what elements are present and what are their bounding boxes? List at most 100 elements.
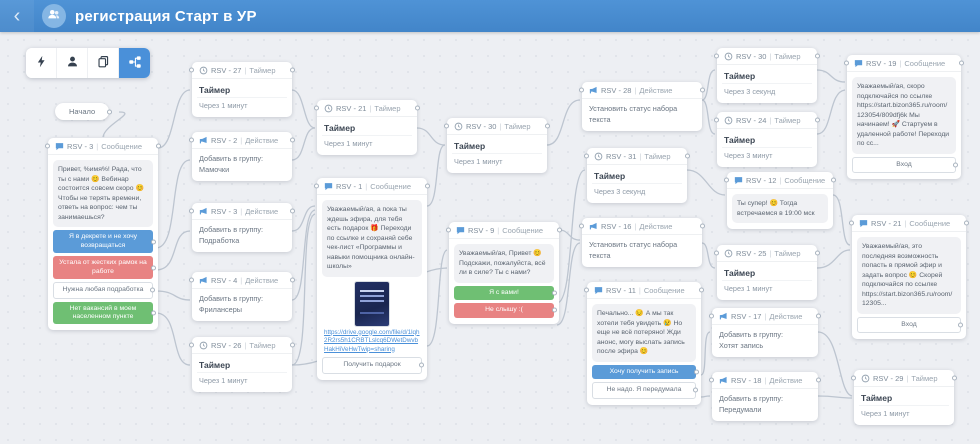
input-port[interactable] <box>444 123 449 129</box>
input-port[interactable] <box>724 177 729 183</box>
output-port[interactable] <box>151 265 156 271</box>
output-port[interactable] <box>552 307 557 313</box>
output-port[interactable] <box>415 105 420 111</box>
input-port[interactable] <box>446 227 451 233</box>
output-port[interactable] <box>151 310 156 316</box>
input-port[interactable] <box>189 277 194 283</box>
input-port[interactable] <box>314 183 319 189</box>
output-port[interactable] <box>545 123 550 129</box>
input-port[interactable] <box>189 67 194 73</box>
output-port[interactable] <box>700 223 705 229</box>
input-port[interactable] <box>844 60 849 66</box>
output-port[interactable] <box>699 287 704 293</box>
output-port[interactable] <box>693 387 698 393</box>
output-port[interactable] <box>150 287 155 293</box>
output-port[interactable] <box>959 60 964 66</box>
input-port[interactable] <box>584 287 589 293</box>
input-port[interactable] <box>314 105 319 111</box>
input-port[interactable] <box>45 143 50 149</box>
output-port[interactable] <box>107 109 113 114</box>
node-button[interactable]: Хочу получить запись <box>592 364 699 380</box>
input-port[interactable] <box>189 342 194 348</box>
output-port[interactable] <box>290 208 295 214</box>
output-port[interactable] <box>290 137 295 143</box>
output-port[interactable] <box>290 67 295 73</box>
back-button[interactable]: ‹ <box>0 0 34 32</box>
input-port[interactable] <box>849 220 854 226</box>
triggers-button[interactable] <box>26 48 57 78</box>
output-port[interactable] <box>694 369 699 375</box>
start-node[interactable]: Начало <box>55 103 113 120</box>
output-port[interactable] <box>290 277 295 283</box>
output-port[interactable] <box>952 375 957 381</box>
input-port[interactable] <box>189 208 194 214</box>
output-port[interactable] <box>816 313 821 319</box>
input-port[interactable] <box>714 117 719 123</box>
node-button[interactable]: Не надо. Я передумала <box>592 382 698 399</box>
node-button[interactable]: Не слышу :( <box>454 303 557 318</box>
node-button[interactable]: Нужна любая подработка <box>53 282 155 299</box>
input-port[interactable] <box>584 153 589 159</box>
input-port[interactable] <box>709 377 714 383</box>
output-port[interactable] <box>700 87 705 93</box>
input-port[interactable] <box>189 137 194 143</box>
output-port[interactable] <box>419 362 424 368</box>
flow-view-button[interactable] <box>119 48 150 78</box>
input-port[interactable] <box>851 375 856 381</box>
output-port[interactable] <box>831 177 836 183</box>
node-button[interactable]: Вход <box>857 316 963 334</box>
node-button[interactable]: Я с вами! <box>454 285 557 301</box>
node-button[interactable]: Получить подарок <box>322 357 424 374</box>
output-port[interactable] <box>685 153 690 159</box>
output-port[interactable] <box>964 220 969 226</box>
output-port[interactable] <box>156 143 161 149</box>
output-port[interactable] <box>815 53 820 59</box>
output-port[interactable] <box>557 227 562 233</box>
node-button[interactable]: Вход <box>852 156 958 174</box>
node-button[interactable]: Я в декрете и не хочу возвращаться <box>53 230 156 254</box>
output-port[interactable] <box>290 342 295 348</box>
input-port[interactable] <box>714 53 719 59</box>
contacts-button[interactable] <box>57 48 88 78</box>
output-port[interactable] <box>958 322 963 328</box>
copy-button[interactable] <box>88 48 119 78</box>
output-port[interactable] <box>552 290 557 296</box>
node-button[interactable]: Устала от жестких рамок на работе <box>53 256 156 280</box>
output-port[interactable] <box>816 377 821 383</box>
message-link[interactable]: https://drive.google.com/file/d/1lqh2R2r… <box>324 328 420 353</box>
input-port[interactable] <box>709 313 714 319</box>
output-port[interactable] <box>815 117 820 123</box>
output-port[interactable] <box>953 162 958 168</box>
output-port[interactable] <box>151 239 156 245</box>
input-port[interactable] <box>579 87 584 93</box>
output-port[interactable] <box>425 183 430 189</box>
output-port[interactable] <box>815 250 820 256</box>
input-port[interactable] <box>714 250 719 256</box>
node-button[interactable]: Нет вакансий в моем населенном пункте <box>53 301 156 325</box>
input-port[interactable] <box>579 223 584 229</box>
